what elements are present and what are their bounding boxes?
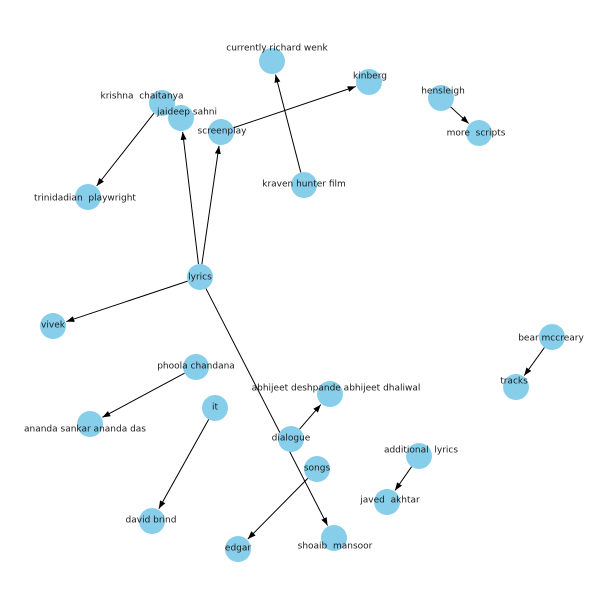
node-abhijeet-deshpande-abhijeet-dhaliwal (317, 381, 343, 407)
node-label-edgar: edgar (225, 544, 251, 554)
node-label-kinberg: kinberg (353, 72, 387, 82)
node-label-javed-akhtar: javed akhtar (359, 496, 420, 506)
node-kraven-hunter-film (291, 172, 317, 198)
node-currently-richard-wenk (259, 48, 285, 74)
node-label-vivek: vivek (41, 321, 66, 331)
node-label-krishna-chaitanya: krishna chaitanya (100, 92, 183, 102)
labels-layer: currently richard wenk kinberg hensleigh kr… (24, 44, 584, 554)
node-label-kraven-hunter-film: kraven hunter film (262, 180, 346, 190)
node-bear-mccreary (539, 324, 565, 350)
node-more-scripts (466, 120, 492, 146)
node-label-phoola-chandana: phoola chandana (157, 362, 235, 372)
node-label-trinidadian-playwright: trinidadian playwright (34, 194, 136, 204)
edge-kraven-hunter-film-to-currently-richard-wenk (274, 74, 302, 173)
edge-dialogue-to-abhijeet-deshpande-abhijeet-dhaliwal (299, 404, 322, 430)
node-phoola-chandana (183, 354, 209, 380)
node-david-brind (139, 508, 165, 534)
node-it (202, 395, 228, 421)
edge-lyrics-to-screenplay (201, 145, 221, 265)
node-label-abhijeet-deshpande-abhijeet-dhaliwal: abhijeet deshpande abhijeet dhaliwal (252, 384, 421, 394)
edge-screenplay-to-kinberg (233, 86, 356, 129)
node-songs (304, 456, 330, 482)
node-label-dialogue: dialogue (272, 434, 311, 444)
node-shoaib-mansoor (321, 525, 347, 551)
node-label-david-brind: david brind (126, 516, 177, 526)
node-label-lyrics: lyrics (188, 273, 212, 283)
edge-lyrics-to-shoaib-mansoor (205, 288, 329, 526)
node-additional-lyrics (406, 443, 432, 469)
nodes-layer (40, 48, 565, 562)
node-javed-akhtar (374, 489, 400, 515)
node-label-it: it (212, 403, 219, 413)
node-krishna-chaitanya (149, 90, 175, 116)
node-label-shoaib-mansoor: shoaib mansoor (298, 542, 373, 552)
node-kinberg (356, 69, 382, 95)
edge-lyrics-to-jaideep-sahni (180, 131, 199, 265)
node-tracks (503, 374, 529, 400)
node-vivek (40, 313, 66, 339)
node-screenplay (208, 119, 234, 145)
edge-hensleigh-to-more-scripts (450, 106, 470, 124)
edge-krishna-chaitanya-to-trinidadian-playwright (96, 112, 155, 187)
node-jaideep-sahni (168, 105, 194, 131)
edge-phoola-chandana-to-ananda-sankar-ananda-das (102, 372, 185, 418)
node-edgar (225, 536, 251, 562)
edge-lyrics-to-vivek (66, 280, 188, 323)
node-trinidadian-playwright (75, 184, 101, 210)
node-label-more-scripts: more scripts (447, 129, 506, 139)
node-label-screenplay: screenplay (198, 127, 248, 137)
node-label-jaideep-sahni: jaideep sahni (156, 108, 217, 118)
node-label-ananda-sankar-ananda-das: ananda sankar ananda das (24, 425, 146, 435)
edge-bear-mccreary-to-tracks (523, 347, 545, 376)
node-lyrics (187, 264, 213, 290)
node-label-tracks: tracks (500, 377, 528, 387)
node-label-songs: songs (304, 464, 331, 474)
node-hensleigh (428, 85, 454, 111)
edges-layer (66, 74, 545, 540)
node-ananda-sankar-ananda-das (77, 411, 103, 437)
edge-it-to-david-brind (158, 419, 210, 510)
edge-songs-to-edgar (247, 477, 309, 540)
edge-additional-lyrics-to-javed-akhtar (394, 466, 412, 491)
node-label-currently-richard-wenk: currently richard wenk (226, 44, 328, 54)
node-label-additional-lyrics: additional lyrics (384, 446, 458, 456)
node-label-hensleigh: hensleigh (421, 87, 465, 97)
node-label-bear-mccreary: bear mccreary (518, 334, 584, 344)
node-dialogue (278, 426, 304, 452)
